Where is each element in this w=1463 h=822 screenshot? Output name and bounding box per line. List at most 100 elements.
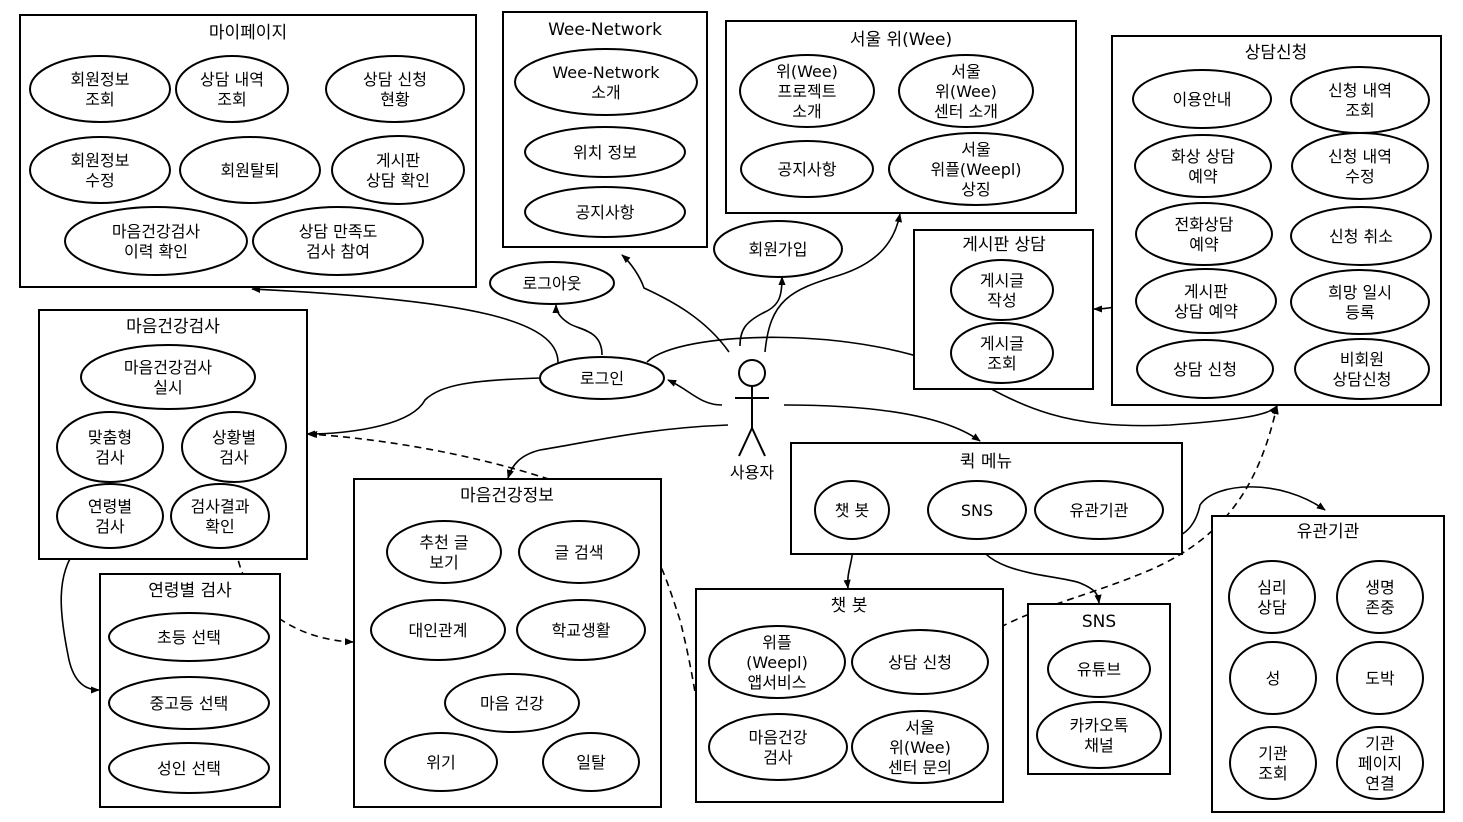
use-case-board-counsel-0-shape bbox=[950, 259, 1054, 321]
connector-chatbot-counsel-to-counsel-apply bbox=[971, 405, 1279, 650]
use-case-quick-menu-2-shape bbox=[1034, 480, 1164, 540]
use-case-label: 상담 내역 bbox=[200, 70, 264, 89]
use-case-label: 상담신청 bbox=[1333, 370, 1392, 389]
use-case-seoul-wee-1-shape bbox=[898, 54, 1034, 128]
use-case-mypage-6-shape bbox=[64, 206, 248, 276]
use-case-label: 글 검색 bbox=[554, 543, 603, 562]
connector-actor-to-quick-menu bbox=[783, 404, 981, 442]
use-case-age-test-0: 초등 선택 bbox=[108, 612, 270, 662]
use-case-mypage-4-shape bbox=[179, 136, 321, 204]
use-case-mind-info-2: 대인관계 bbox=[370, 599, 506, 661]
connector-actor-to-seoul-wee bbox=[764, 213, 903, 353]
use-case-mind-test-4-shape bbox=[170, 483, 270, 549]
connector-sns-item-to-sns bbox=[976, 538, 1102, 604]
use-case-login-shape bbox=[539, 356, 665, 400]
use-case-seoul-wee-2: 공지사항 bbox=[740, 140, 874, 198]
use-case-label: 마음건강검사 bbox=[124, 358, 213, 377]
actor-leg-left bbox=[738, 427, 753, 457]
connector-login-to-mind-test bbox=[306, 377, 543, 438]
use-case-label: 성인 선택 bbox=[157, 759, 221, 778]
use-case-label: 실시 bbox=[153, 378, 182, 397]
use-case-mind-info-5-shape bbox=[384, 732, 498, 792]
use-case-institutions-3-shape bbox=[1336, 641, 1424, 715]
use-case-mypage-1-shape bbox=[175, 55, 289, 123]
use-case-label: 검사 bbox=[95, 448, 125, 467]
use-case-label: 회원정보 bbox=[71, 151, 130, 170]
use-case-quick-menu-0-shape bbox=[814, 480, 890, 540]
use-case-institutions-3: 도박 bbox=[1336, 641, 1424, 715]
use-case-label: 유튜브 bbox=[1077, 660, 1121, 679]
use-case-mind-test-3-shape bbox=[56, 483, 164, 549]
package-title: 퀵 메뉴 bbox=[960, 452, 1012, 472]
use-case-label: Wee-Network bbox=[552, 63, 660, 82]
use-case-label: 예약 bbox=[1188, 167, 1218, 186]
use-case-label: 게시글 bbox=[980, 334, 1024, 353]
use-case-label: 위(Wee) bbox=[889, 738, 951, 757]
use-case-counsel-apply-2-shape bbox=[1134, 134, 1272, 198]
use-case-label: 유관기관 bbox=[1070, 501, 1129, 520]
use-case-label: 성 bbox=[1266, 669, 1281, 688]
use-case-mypage-7-shape bbox=[252, 206, 424, 276]
use-case-mind-test-0-shape bbox=[80, 344, 256, 410]
use-case-label: 위플 bbox=[762, 633, 791, 652]
use-case-label: 마음건강 bbox=[749, 728, 808, 747]
use-case-label: 이력 확인 bbox=[124, 242, 188, 261]
use-case-label: 맞춤형 bbox=[88, 428, 132, 447]
use-case-label: 추천 글 bbox=[419, 533, 468, 552]
use-case-mind-info-0-shape bbox=[386, 520, 502, 584]
use-case-institutions-2-shape bbox=[1229, 641, 1317, 715]
standalone-use-cases: 로그인 로그아웃 회원가입 bbox=[489, 220, 843, 400]
use-case-label: 서울 bbox=[961, 140, 990, 159]
use-case-label: 신청 취소 bbox=[1329, 227, 1393, 246]
use-case-label: 회원가입 bbox=[749, 240, 808, 259]
use-case-logout: 로그아웃 bbox=[489, 261, 615, 305]
use-case-label: 채널 bbox=[1084, 736, 1113, 755]
use-case-label: 수정 bbox=[85, 171, 114, 190]
use-case-label: 상징 bbox=[961, 180, 990, 199]
connector-login-to-mypage bbox=[251, 285, 559, 365]
connector-actor-to-login bbox=[667, 379, 723, 406]
use-case-label: 서울 bbox=[951, 62, 980, 81]
use-case-wee-network-2: 공지사항 bbox=[524, 186, 686, 238]
use-case-mind-info-3-shape bbox=[516, 599, 646, 661]
use-case-label: 위플(Weepl) bbox=[930, 160, 1021, 179]
use-case-institutions-2: 성 bbox=[1229, 641, 1317, 715]
use-case-counsel-apply-8-shape bbox=[1136, 339, 1274, 399]
use-case-label: 전화상담 bbox=[1175, 215, 1234, 234]
use-case-mind-info-6: 일탈 bbox=[542, 732, 640, 792]
use-case-counsel-apply-5: 신청 취소 bbox=[1290, 206, 1432, 266]
use-case-label: 소개 bbox=[591, 83, 620, 102]
use-case-label: 공지사항 bbox=[778, 160, 837, 179]
use-case-label: 게시판 bbox=[376, 151, 420, 170]
use-case-label: 로그인 bbox=[580, 369, 624, 388]
use-case-mypage-2-shape bbox=[325, 55, 465, 123]
connector-login-to-logout bbox=[552, 304, 603, 356]
use-case-label: 챗 봇 bbox=[835, 501, 870, 520]
use-case-mind-info-5: 위기 bbox=[384, 732, 498, 792]
use-case-counsel-apply-7-shape bbox=[1290, 269, 1430, 335]
use-case-label: 로그아웃 bbox=[523, 274, 582, 293]
connector-actor-to-signup bbox=[739, 276, 786, 347]
use-case-label: 현황 bbox=[380, 90, 410, 109]
use-case-mind-info-4: 마음 건강 bbox=[444, 673, 580, 733]
connector-login-to-counsel-apply bbox=[646, 336, 1278, 427]
package-title: 챗 봇 bbox=[831, 596, 868, 616]
package-title: 상담신청 bbox=[1245, 43, 1308, 63]
use-case-mind-info-0: 추천 글보기 bbox=[386, 520, 502, 584]
